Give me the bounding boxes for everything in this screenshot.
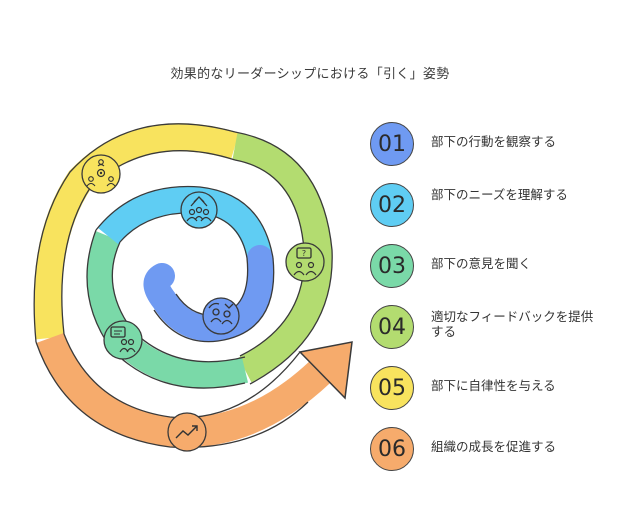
diagram-title: 効果的なリーダーシップにおける「引く」姿勢 xyxy=(170,67,450,82)
step-label: 部下のニーズを理解する xyxy=(431,187,568,202)
step-label: 部下の行動を観察する xyxy=(431,134,557,149)
step-04: 04 適切なフィードバックを提供する xyxy=(370,305,610,349)
step-03: 03 部下の意見を聞く xyxy=(370,244,610,288)
observe-people-icon xyxy=(202,297,240,335)
team-network-icon xyxy=(81,154,121,194)
growth-team-icon xyxy=(180,191,218,229)
spiral-arrowhead xyxy=(298,341,353,400)
step-06: 06 組織の成長を促進する xyxy=(370,427,610,471)
step-number-badge: 04 xyxy=(370,305,414,349)
step-01: 01 部下の行動を観察する xyxy=(370,122,610,166)
step-label: 部下に自律性を与える xyxy=(431,378,556,393)
svg-text:?: ? xyxy=(302,249,306,258)
step-05: 05 部下に自律性を与える xyxy=(370,366,610,410)
spiral-segment-05 xyxy=(34,123,239,340)
step-number-badge: 05 xyxy=(370,366,414,410)
spiral-segment-01 xyxy=(143,245,274,342)
trend-up-icon xyxy=(167,412,207,452)
step-number-badge: 01 xyxy=(370,122,414,166)
step-02: 02 部下のニーズを理解する xyxy=(370,183,610,227)
step-label: 適切なフィードバックを提供する xyxy=(431,309,594,339)
step-number-badge: 03 xyxy=(370,244,414,288)
step-label: 部下の意見を聞く xyxy=(431,256,532,271)
step-number-badge: 02 xyxy=(370,183,414,227)
step-label: 組織の成長を促進する xyxy=(431,439,557,454)
feedback-question-icon: ? xyxy=(285,242,325,282)
discussion-icon xyxy=(103,320,143,360)
step-number-badge: 06 xyxy=(370,427,414,471)
